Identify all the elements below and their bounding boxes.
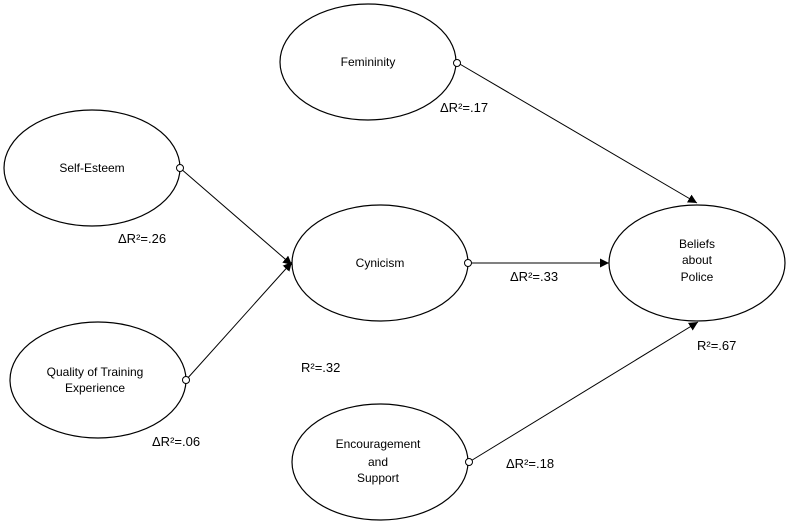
stat-cynicism-delta-r2: ΔR²=.33 [510, 269, 558, 284]
node-beliefs-label-line-3: Police [681, 270, 714, 284]
node-cynicism-label: Cynicism [356, 256, 405, 270]
stat-cynicism-r2: R²=.32 [301, 360, 340, 375]
edge-training-to-cynicism [185, 261, 293, 381]
port-encouragement [465, 458, 473, 466]
node-encouragement-label-line-3: Support [357, 471, 400, 485]
node-training-label-line-1: Quality of Training [47, 365, 144, 379]
stat-beliefs-r2: R²=.67 [697, 338, 736, 353]
node-femininity-label: Femininity [341, 55, 396, 69]
node-beliefs-label-line-2: about [682, 253, 713, 267]
stat-femininity-delta-r2: ΔR²=.17 [440, 100, 488, 115]
node-training-label-line-2: Experience [65, 381, 125, 395]
node-cynicism: Cynicism [291, 204, 469, 322]
stat-training-delta-r2: ΔR²=.06 [152, 434, 200, 449]
edge-self-esteem-to-cynicism [179, 167, 293, 266]
port-self-esteem [176, 164, 184, 172]
node-self-esteem: Self-Esteem [3, 109, 181, 227]
port-training [182, 376, 190, 384]
node-quality-of-training: Quality of Training Experience [9, 321, 187, 439]
node-encouragement-label-line-2: and [368, 455, 388, 469]
edge-femininity-to-beliefs [457, 62, 698, 204]
node-encouragement-and-support: Encouragement and Support [291, 403, 469, 521]
stat-self-esteem-delta-r2: ΔR²=.26 [118, 231, 166, 246]
node-encouragement-label-line-1: Encouragement [336, 437, 421, 451]
node-beliefs-about-police: Beliefs about Police [608, 204, 786, 322]
port-femininity [453, 59, 461, 67]
node-femininity: Femininity [279, 3, 457, 121]
node-self-esteem-label: Self-Esteem [59, 161, 124, 175]
edge-encouragement-to-beliefs [468, 321, 699, 463]
stat-encouragement-delta-r2: ΔR²=.18 [506, 456, 554, 471]
node-beliefs-label-line-1: Beliefs [679, 237, 715, 251]
port-cynicism [464, 259, 472, 267]
